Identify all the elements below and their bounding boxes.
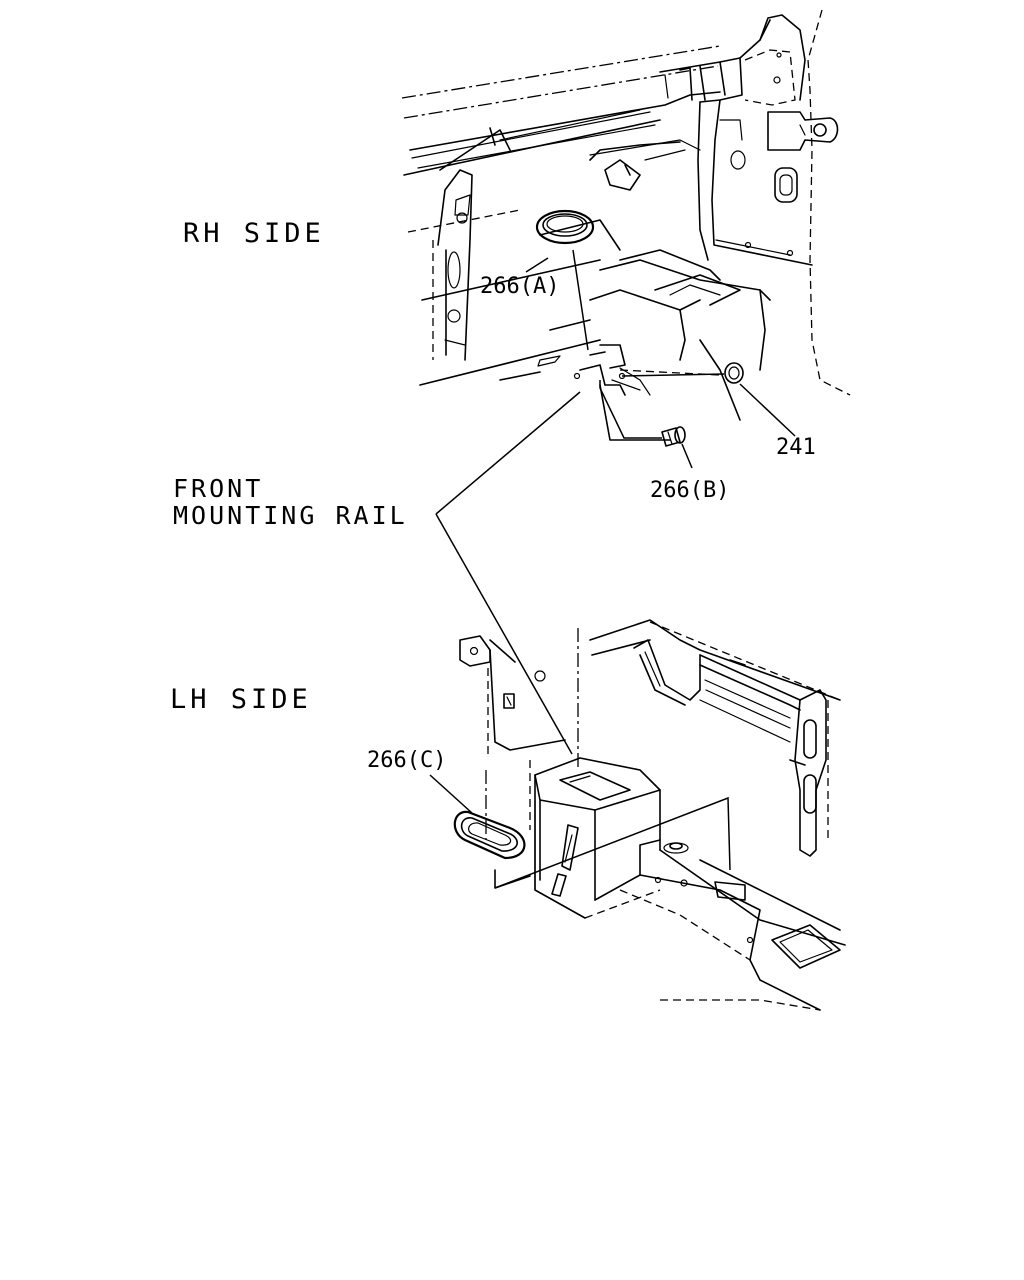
part-266a-label: 266(A) — [480, 274, 560, 299]
part-241-label: 241 — [776, 435, 816, 460]
front-mounting-rail-label: FRONT MOUNTING RAIL — [173, 474, 408, 530]
rh-side-assembly — [401, 9, 851, 441]
part-241-washer — [621, 362, 796, 437]
lh-side-label: LH SIDE — [170, 684, 312, 715]
front-mounting-rail-leaders — [435, 391, 581, 755]
lh-cut-plane — [494, 796, 731, 889]
part-266c-label: 266(C) — [367, 748, 447, 773]
part-266c-grommet — [429, 774, 526, 860]
rh-side-label: RH SIDE — [183, 218, 325, 249]
part-266b-label: 266(B) — [650, 478, 730, 503]
part-266b-bolt — [599, 380, 693, 469]
part-266a-grommet — [525, 209, 595, 351]
lh-side-assembly — [459, 619, 846, 1011]
